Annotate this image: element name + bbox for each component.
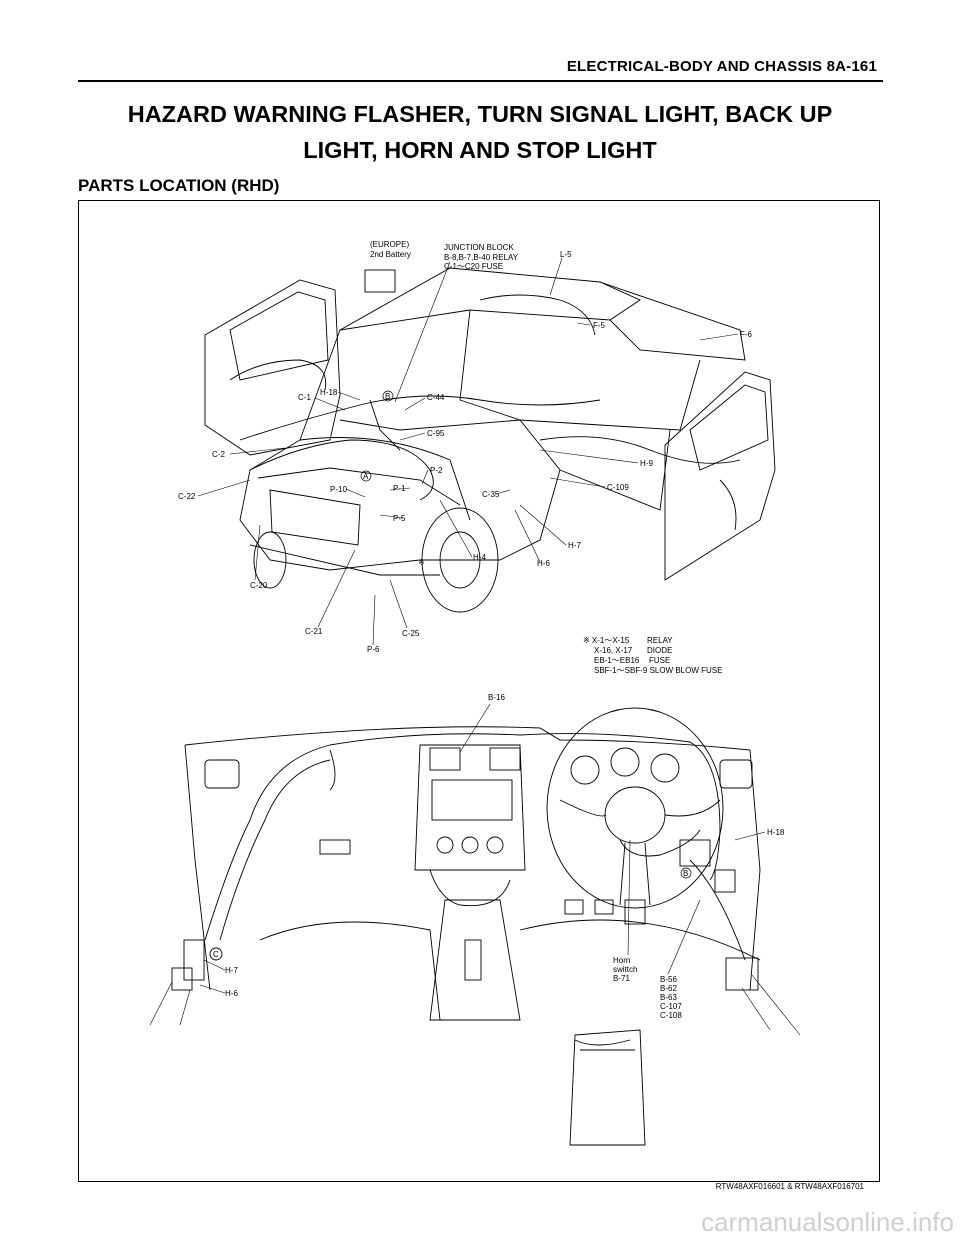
legend-slow-blow-fuse: SBF-1～SBF-9 SLOW BLOW FUSE xyxy=(594,666,722,675)
label-c21: C-21 xyxy=(305,627,323,636)
label-c2: C-2 xyxy=(212,450,225,459)
label-h4: H-4 xyxy=(473,553,486,562)
label-p1: P-1 xyxy=(393,484,406,493)
label-c1: C-1 xyxy=(298,393,311,402)
dashboard-illustration xyxy=(171,707,761,1146)
title-line-2: LIGHT, HORN AND STOP LIGHT xyxy=(303,137,657,163)
label-h7: H-7 xyxy=(568,541,581,550)
bottom-labels: B-16 H-18 H-7 H-6 Horn swittch B-71 B-56… xyxy=(213,693,785,1020)
label-fuse: C-1～C20 FUSE xyxy=(444,262,503,271)
label-c109: C-109 xyxy=(607,483,629,492)
label-h6: H-6 xyxy=(537,559,550,568)
label-c22: C-22 xyxy=(178,492,196,501)
label-h18-dash: H-18 xyxy=(767,828,785,837)
label-c95: C-95 xyxy=(427,429,445,438)
label-p5: P-5 xyxy=(393,514,406,523)
label-horn-switch: swittch xyxy=(613,965,637,974)
legend-diode-range: X-16, X-17 xyxy=(594,646,633,655)
label-c20: C-20 xyxy=(250,581,268,590)
label-f5: F-5 xyxy=(593,321,606,330)
page-header: ELECTRICAL-BODY AND CHASSIS 8A-161 xyxy=(78,58,883,82)
label-horn: Horn xyxy=(613,956,630,965)
label-b62: B-62 xyxy=(660,984,677,993)
label-h9: H-9 xyxy=(640,459,653,468)
label-h7-dash: H-7 xyxy=(225,966,238,975)
label-p10: P-10 xyxy=(330,485,347,494)
legend-diode: DIODE xyxy=(647,646,672,655)
label-c107: C-107 xyxy=(660,1002,682,1011)
label-h18: H-18 xyxy=(320,388,338,397)
label-c25: C-25 xyxy=(402,629,420,638)
label-b63: B-63 xyxy=(660,993,677,1002)
diagram-frame xyxy=(78,200,880,1182)
label-l5: L-5 xyxy=(560,250,572,259)
label-p2: P-2 xyxy=(430,466,443,475)
label-c108: C-108 xyxy=(660,1011,682,1020)
label-f6: F-6 xyxy=(740,330,753,339)
label-c35: C-35 xyxy=(482,490,500,499)
page-title: HAZARD WARNING FLASHER, TURN SIGNAL LIGH… xyxy=(80,96,880,168)
watermark: carmanualsonline.info xyxy=(701,1207,954,1237)
legend-block: ※ X-1～X-15 RELAY X-16, X-17 DIODE EB-1～E… xyxy=(583,636,722,675)
legend-fuse-range: EB-1～EB16 xyxy=(594,656,640,665)
label-relay: B-8,B-7,B-40 RELAY xyxy=(444,253,519,262)
label-b71: B-71 xyxy=(613,974,630,983)
mark-a: A xyxy=(363,472,369,481)
legend-fuse: FUSE xyxy=(649,656,670,665)
top-labels: (EUROPE) 2nd Battery JUNCTION BLOCK B-8,… xyxy=(178,240,753,654)
label-c44: C-44 xyxy=(427,393,445,402)
legend-relay: RELAY xyxy=(647,636,673,645)
label-junction-block: JUNCTION BLOCK xyxy=(444,243,514,252)
mark-c-dash: C xyxy=(213,950,219,959)
label-p6: P-6 xyxy=(367,645,380,654)
title-line-1: HAZARD WARNING FLASHER, TURN SIGNAL LIGH… xyxy=(127,101,833,127)
label-h6-dash: H-6 xyxy=(225,989,238,998)
header-text: ELECTRICAL-BODY AND CHASSIS 8A-161 xyxy=(566,58,877,75)
label-europe: (EUROPE) xyxy=(370,240,409,249)
mark-b: B xyxy=(385,392,390,401)
label-b56: B-56 xyxy=(660,975,677,984)
label-2nd-battery: 2nd Battery xyxy=(370,250,411,259)
bottom-leaders xyxy=(149,703,801,1036)
section-subtitle: PARTS LOCATION (RHD) xyxy=(78,176,280,195)
mark-b-dash: B xyxy=(683,869,688,878)
label-b16: B-16 xyxy=(488,693,505,702)
legend-relay-range: ※ X-1～X-15 xyxy=(583,636,630,645)
top-leaders xyxy=(197,257,739,646)
mark-x: ※ xyxy=(418,558,425,567)
vehicle-illustration xyxy=(204,267,776,613)
figure-reference: RTW48AXF016601 & RTW48AXF016701 xyxy=(715,1182,864,1191)
